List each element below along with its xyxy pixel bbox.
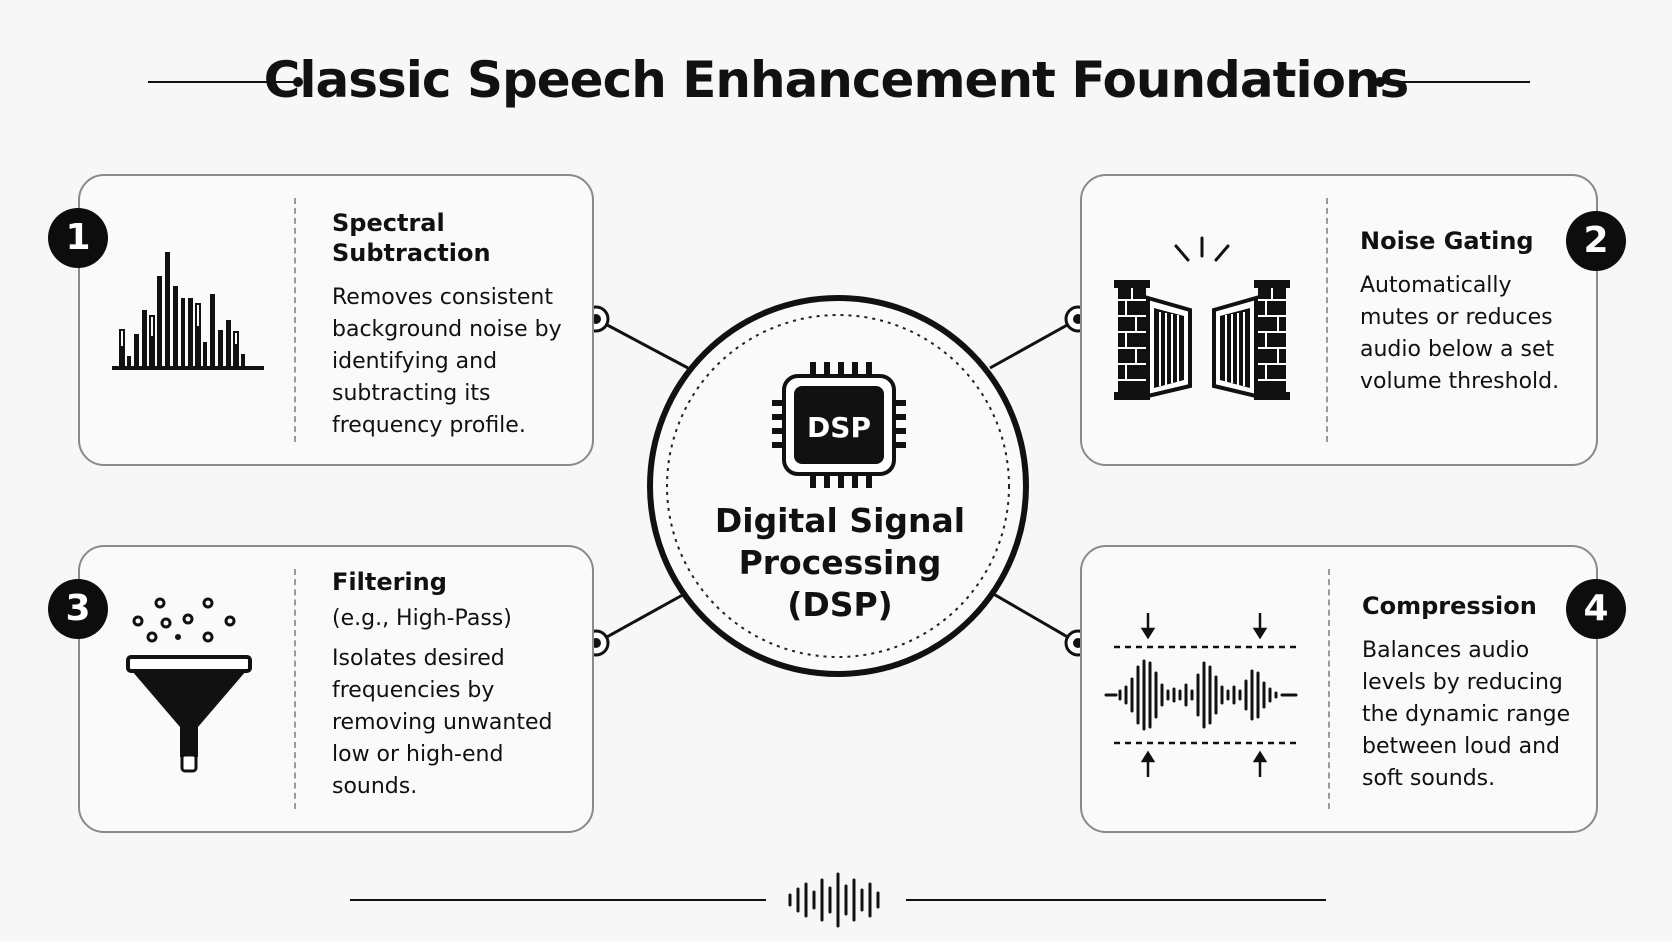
connector-4 xyxy=(989,590,1092,657)
page-title: Classic Speech Enhancement Foundations xyxy=(263,51,1410,109)
hub-label-line-2: Processing xyxy=(738,543,942,582)
card-description: Automatically mutes or reduces audio bel… xyxy=(1360,273,1560,394)
chip-label: DSP xyxy=(807,411,871,444)
card-title: Filtering xyxy=(332,568,447,596)
card-title: Spectral Subtraction xyxy=(332,209,491,267)
waveform-icon xyxy=(788,872,880,928)
card-description: Balances audio levels by reducing the dy… xyxy=(1362,638,1571,791)
dsp-chip-icon: DSP xyxy=(772,362,906,488)
card-spectral-subtraction: Spectral Subtraction Removes consistent … xyxy=(78,174,594,466)
title-right-rule xyxy=(1375,77,1530,87)
card-description: Isolates desired frequencies by removing… xyxy=(332,646,553,799)
hub-label-line-1: Digital Signal xyxy=(714,501,966,540)
card-description: Removes consistent background noise by i… xyxy=(332,285,562,438)
card-title: Compression xyxy=(1362,592,1537,620)
hub-label: Digital Signal Processing (DSP) xyxy=(700,500,980,626)
badge-number-2: 2 xyxy=(1566,211,1626,271)
card-compression: Compression Balances audio levels by red… xyxy=(1080,545,1598,833)
card-divider xyxy=(1328,569,1330,809)
badge-number-1: 1 xyxy=(48,208,108,268)
card-filtering: Filtering (e.g., High-Pass) Isolates des… xyxy=(78,545,594,833)
card-divider xyxy=(294,569,296,809)
card-divider xyxy=(294,198,296,442)
connector-3 xyxy=(582,590,689,657)
connector-1 xyxy=(582,305,689,370)
gate-icon xyxy=(1110,228,1294,408)
card-subtitle: (e.g., High-Pass) xyxy=(332,606,512,631)
card-text: Noise Gating Automatically mutes or redu… xyxy=(1360,226,1570,398)
card-text: Compression Balances audio levels by red… xyxy=(1362,591,1582,795)
badge-number-3: 3 xyxy=(48,579,108,639)
hub-label-line-3: (DSP) xyxy=(787,585,893,624)
badge-number-4: 4 xyxy=(1566,579,1626,639)
card-divider xyxy=(1326,198,1328,442)
card-text: Spectral Subtraction Removes consistent … xyxy=(332,208,582,442)
title-left-rule xyxy=(148,77,303,87)
compressed-waveform-icon xyxy=(1104,607,1304,787)
connector-2 xyxy=(989,305,1092,370)
spectrum-bars-icon xyxy=(108,246,268,390)
card-noise-gating: Noise Gating Automatically mutes or redu… xyxy=(1080,174,1598,466)
card-text: Filtering (e.g., High-Pass) Isolates des… xyxy=(332,567,582,803)
funnel-icon xyxy=(122,593,258,783)
card-title: Noise Gating xyxy=(1360,227,1534,255)
